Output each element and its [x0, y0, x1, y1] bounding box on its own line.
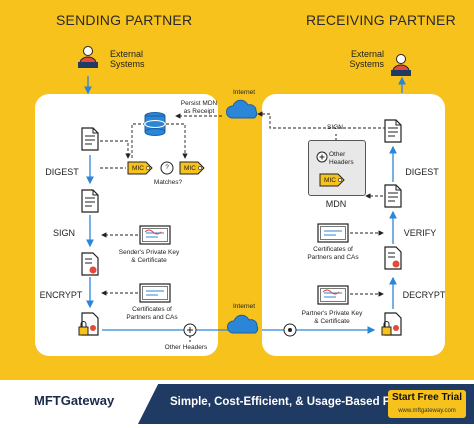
step-encrypt-left: ENCRYPT: [39, 290, 83, 300]
signed-document-icon: [81, 252, 99, 276]
left-certs-label: Certificates of Partners and CAs: [126, 306, 178, 321]
internet-label-top: Internet: [232, 89, 256, 96]
receiving-partner-header: RECEIVING PARTNER: [306, 12, 456, 28]
step-verify-right: VERIFY: [403, 228, 437, 238]
mic-text: MIC: [132, 165, 144, 172]
mic-text: MIC: [184, 165, 196, 172]
website-url[interactable]: www.mftgateway.com: [398, 408, 456, 414]
persist-mdn-label: Persist MDN as Receipt: [180, 100, 218, 115]
question-icon: [160, 161, 174, 175]
database-icon: [144, 112, 166, 136]
step-sign-left: SIGN: [52, 228, 75, 238]
mdn-box: [308, 140, 366, 196]
partner-certificate-icon: [317, 223, 349, 243]
brand-name: MFTGateway: [34, 393, 115, 408]
sender-person-icon: [77, 46, 99, 69]
other-headers-right: Other Headers: [329, 151, 354, 166]
document-icon: [384, 119, 402, 143]
external-systems-left: External Systems: [110, 49, 145, 69]
receiving-panel: [262, 94, 445, 356]
tagline: Simple, Cost-Efficient, & Usage-Based Pl…: [170, 396, 408, 408]
sender-certificate-icon: [139, 225, 171, 245]
matches-label: Matches?: [153, 179, 183, 186]
external-systems-right: External Systems: [349, 49, 384, 69]
step-digest-left: DIGEST: [45, 167, 79, 177]
internet-cloud-icon: [226, 314, 259, 334]
partner-private-key-icon: [317, 285, 349, 305]
sending-partner-header: SENDING PARTNER: [56, 12, 193, 28]
encrypted-document-icon: [381, 312, 402, 336]
sign-label-right: SIGN: [327, 124, 343, 131]
right-certs-label: Certificates of Partners and CAs: [307, 246, 359, 261]
internet-cloud-icon: [225, 99, 258, 119]
mic-text: MIC: [324, 177, 336, 184]
other-headers-left: Other Headers: [164, 344, 208, 351]
partners-key-label: Partner's Private Key & Certificate: [301, 310, 363, 325]
sending-panel: [35, 94, 218, 356]
internet-label-bottom: Internet: [232, 303, 256, 310]
receiver-person-icon: [390, 54, 412, 77]
step-digest-right: DIGEST: [405, 167, 439, 177]
start-free-trial-button[interactable]: [388, 390, 466, 418]
start-free-trial-label[interactable]: Start Free Trial: [391, 392, 463, 403]
signed-document-icon: [384, 246, 402, 270]
encrypted-document-icon: [78, 312, 99, 336]
question-text: ?: [165, 164, 169, 171]
document-icon: [81, 127, 99, 151]
mdn-label: MDN: [325, 199, 347, 209]
document-icon: [384, 184, 402, 208]
partner-certificate-icon: [139, 283, 171, 303]
senders-key-label: Sender's Private Key & Certificate: [118, 249, 180, 264]
step-decrypt-right: DECRYPT: [402, 290, 446, 300]
document-icon: [81, 189, 99, 213]
